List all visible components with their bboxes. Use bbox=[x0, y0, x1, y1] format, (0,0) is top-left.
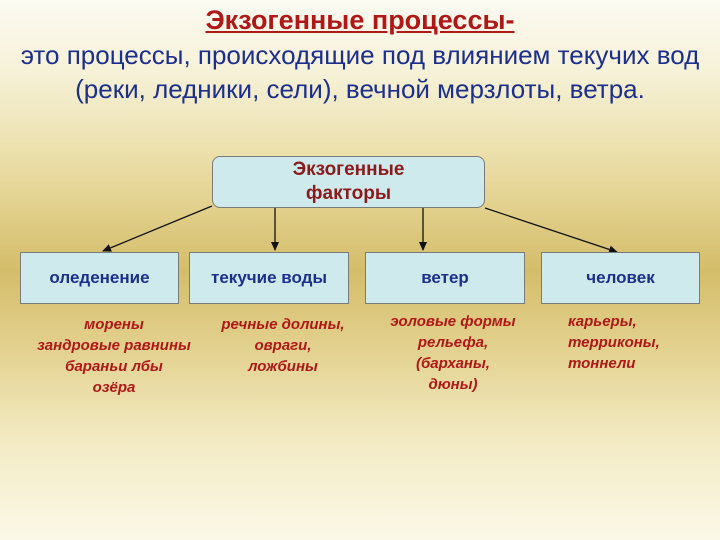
example-item: дюны) bbox=[428, 376, 478, 393]
definition-text: это процессы, происходящие под влиянием … bbox=[20, 40, 700, 104]
example-item: бараньи лбы bbox=[65, 358, 163, 375]
example-item: тоннели bbox=[568, 355, 636, 372]
category-human: человек bbox=[541, 252, 700, 304]
example-item: (барханы, bbox=[416, 355, 490, 372]
category-glaciation: оледенение bbox=[20, 252, 179, 304]
arrow-to-oledenenie bbox=[102, 205, 213, 252]
example-item: ложбины bbox=[248, 358, 318, 375]
top-node-line2: факторы bbox=[305, 183, 392, 204]
examples-human: карьеры, терриконы, тоннели bbox=[568, 311, 708, 374]
category-label: оледенение bbox=[49, 268, 150, 287]
example-item: речные долины, bbox=[221, 316, 345, 333]
example-item: терриконы, bbox=[568, 334, 660, 351]
slide-title: Экзогенные процессы- bbox=[205, 5, 515, 35]
examples-wind: эоловые формы рельефа, (барханы, дюны) bbox=[370, 311, 536, 395]
category-label: человек bbox=[586, 268, 655, 287]
top-node-line1: Экзогенные bbox=[292, 159, 405, 180]
arrow-to-chelovek bbox=[484, 207, 618, 254]
example-item: озёра bbox=[92, 379, 136, 396]
example-item: рельефа, bbox=[417, 334, 489, 351]
category-label: ветер bbox=[421, 268, 469, 287]
category-running-water: текучие воды bbox=[189, 252, 349, 304]
category-label: текучие воды bbox=[211, 268, 327, 287]
example-item: зандровые равнины bbox=[37, 337, 191, 354]
category-wind: ветер bbox=[365, 252, 525, 304]
exogenous-factors-node: Экзогенные факторы bbox=[212, 156, 485, 208]
example-item: эоловые формы bbox=[390, 313, 516, 330]
example-item: карьеры, bbox=[568, 313, 637, 330]
examples-running-water: речные долины, овраги, ложбины bbox=[200, 314, 366, 377]
example-item: овраги, bbox=[254, 337, 312, 354]
examples-glaciation: морены зандровые равнины бараньи лбы озё… bbox=[14, 314, 214, 398]
example-item: морены bbox=[84, 316, 144, 333]
